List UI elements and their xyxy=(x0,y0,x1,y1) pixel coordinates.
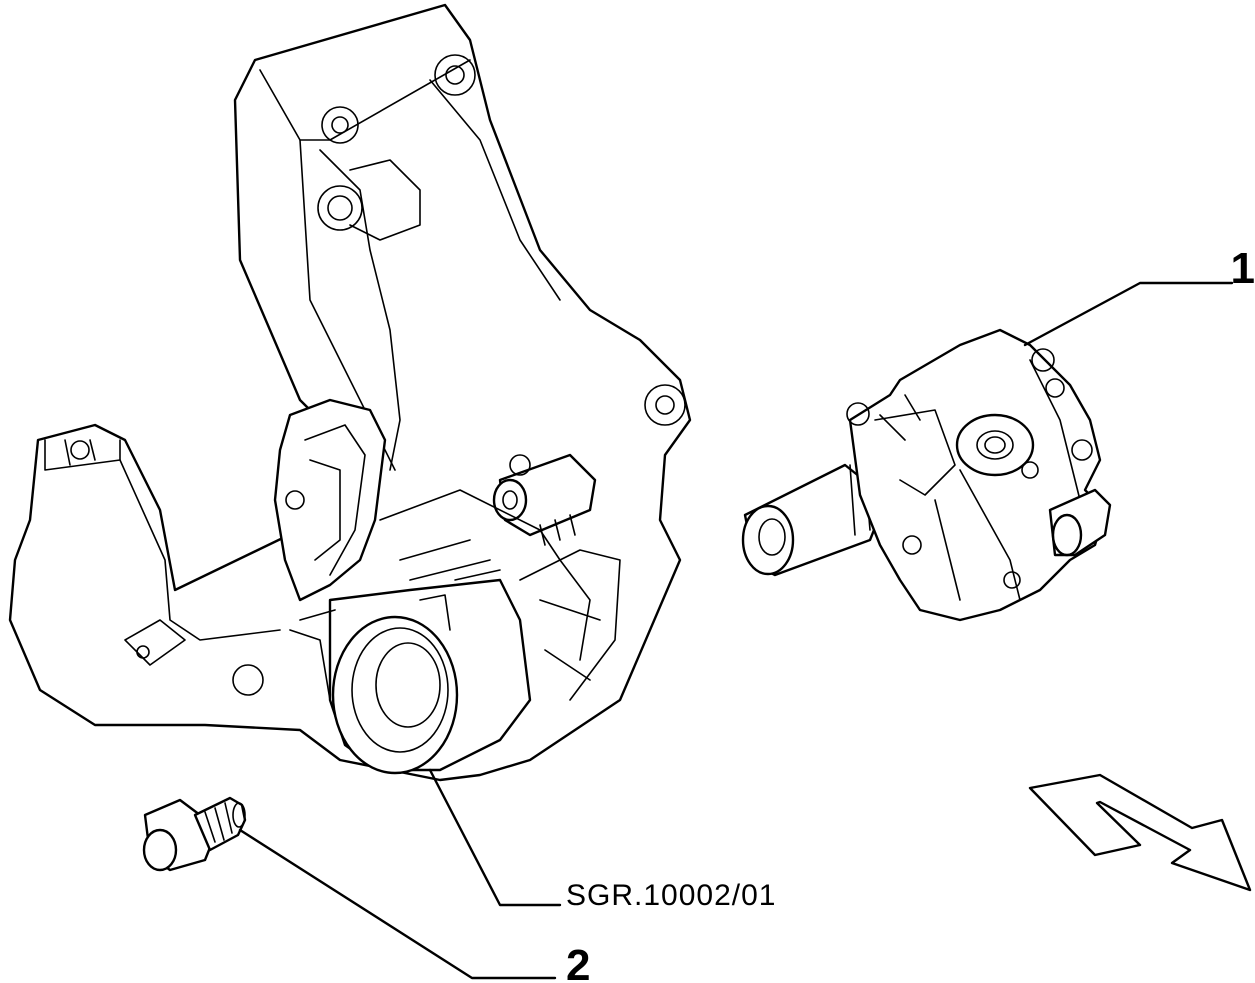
tensioner-pulley xyxy=(289,569,532,775)
power-steering-pump xyxy=(741,328,1112,622)
bolt xyxy=(142,796,247,872)
direction-arrow-icon xyxy=(1028,773,1252,892)
callout-part-1: 1 xyxy=(1231,244,1255,293)
callout-part-2: 2 xyxy=(566,941,590,983)
mounting-bracket xyxy=(8,3,692,782)
leader-line-part2 xyxy=(238,828,557,980)
callout-reference-code: SGR.10002/01 xyxy=(566,879,776,912)
leader-line-part1 xyxy=(1023,281,1234,347)
leader-line-reference xyxy=(428,768,562,907)
leader-lines xyxy=(238,281,1234,980)
